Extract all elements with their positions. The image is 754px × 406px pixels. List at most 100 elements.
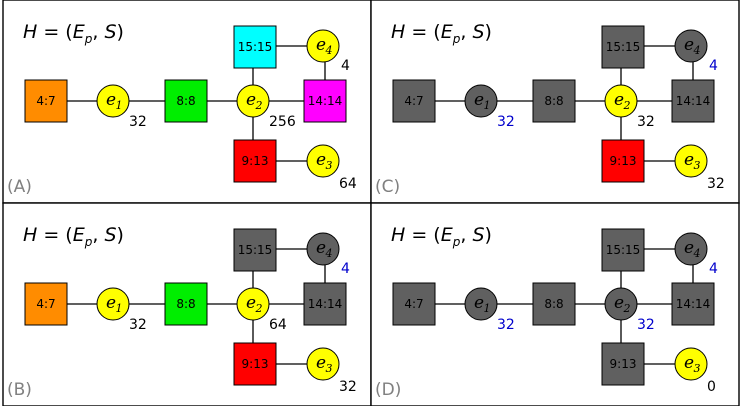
hyperedge-label-subscript: 1 [116, 99, 123, 112]
weight-e1: 32 [497, 317, 515, 333]
hyperedge-label-subscript: 3 [694, 362, 701, 375]
weight-e2: 64 [269, 317, 287, 333]
hyperedge-label: e [474, 90, 484, 110]
weight-e3: 64 [339, 176, 357, 192]
weight-e2: 256 [269, 114, 296, 130]
node-box [601, 342, 645, 386]
hyperedge-circle [674, 29, 708, 63]
node-box-label: 4:7 [404, 297, 423, 311]
hyperedge-label: e [316, 238, 326, 258]
node-box-label: 14:14 [676, 94, 711, 108]
hyperedge-label-subscript: 1 [484, 99, 491, 112]
hyperedge-circle [604, 287, 638, 321]
hyperedge-circle [306, 232, 340, 266]
hyperedge-label-subscript: 3 [694, 159, 701, 172]
node-15-15: 15:15 [601, 228, 645, 272]
weight-e4: 4 [341, 261, 350, 277]
node-box-label: 4:7 [36, 297, 55, 311]
node-box-label: 15:15 [606, 243, 641, 257]
node-box-label: 9:13 [610, 357, 637, 371]
hyperedge-circle [96, 287, 130, 321]
node-4-7: 4:7 [392, 282, 436, 326]
hyperedge-label: e [684, 238, 694, 258]
hyperedge-label-subscript: 4 [325, 247, 333, 260]
node-box-label: 15:15 [238, 243, 273, 257]
weight-e4: 4 [709, 58, 718, 74]
hyperedge-circle [604, 84, 638, 118]
node-box-label: 8:8 [544, 297, 563, 311]
hyperedge-label: e [246, 293, 256, 313]
node-box-label: 8:8 [544, 94, 563, 108]
panel-label: (A) [7, 177, 32, 197]
node-4-7: 4:7 [24, 79, 68, 123]
node-9-13: 9:13 [233, 139, 277, 183]
hyperedge-circle [674, 347, 708, 381]
node-box [24, 282, 68, 326]
panel-label: (C) [375, 177, 400, 197]
hyperedge-label-subscript: 3 [326, 159, 333, 172]
hyperedge-label: e [684, 353, 694, 373]
hyperedge-label: e [684, 35, 694, 55]
node-box [532, 79, 576, 123]
node-4-7: 4:7 [392, 79, 436, 123]
node-9-13: 9:13 [601, 342, 645, 386]
hyperedge-circle [306, 144, 340, 178]
hyperedge-label: e [316, 353, 326, 373]
hyperedge-label: e [106, 90, 116, 110]
node-15-15: 15:15 [601, 25, 645, 69]
hyperedge-label: e [106, 293, 116, 313]
node-box [303, 282, 347, 326]
hyperedge-label: e [246, 90, 256, 110]
node-box-label: 15:15 [606, 40, 641, 54]
hyperedge-label: e [316, 35, 326, 55]
panel-label: (B) [7, 380, 32, 400]
hyperedge-circle [236, 84, 270, 118]
node-box-label: 4:7 [404, 94, 423, 108]
weight-e1: 32 [129, 114, 147, 130]
node-9-13: 9:13 [233, 342, 277, 386]
node-15-15: 15:15 [233, 25, 277, 69]
node-box-label: 14:14 [676, 297, 711, 311]
panel-label: (D) [375, 380, 401, 400]
node-box-label: 4:7 [36, 94, 55, 108]
node-box [303, 79, 347, 123]
hypergraph-formula: H = (Ep, S) [23, 224, 124, 249]
node-box [24, 79, 68, 123]
node-box-label: 9:13 [242, 154, 269, 168]
weight-e3: 0 [707, 379, 716, 395]
node-9-13: 9:13 [601, 139, 645, 183]
hyperedge-label: e [614, 90, 624, 110]
node-box [233, 228, 277, 272]
hyperedge-label-subscript: 4 [693, 44, 701, 57]
hyperedge-label-subscript: 2 [623, 99, 631, 112]
weight-e4: 4 [709, 261, 718, 277]
hyperedge-label: e [474, 293, 484, 313]
hyperedge-label: e [684, 150, 694, 170]
hyperedge-circle [306, 29, 340, 63]
node-box-label: 15:15 [238, 40, 273, 54]
node-box [532, 282, 576, 326]
hyperedge-circle [464, 84, 498, 118]
node-box-label: 8:8 [176, 297, 195, 311]
hypergraph-formula: H = (Ep, S) [391, 21, 492, 46]
node-box-label: 9:13 [242, 357, 269, 371]
weight-e4: 4 [341, 58, 350, 74]
node-box [233, 25, 277, 69]
node-8-8: 8:8 [164, 282, 208, 326]
node-4-7: 4:7 [24, 282, 68, 326]
